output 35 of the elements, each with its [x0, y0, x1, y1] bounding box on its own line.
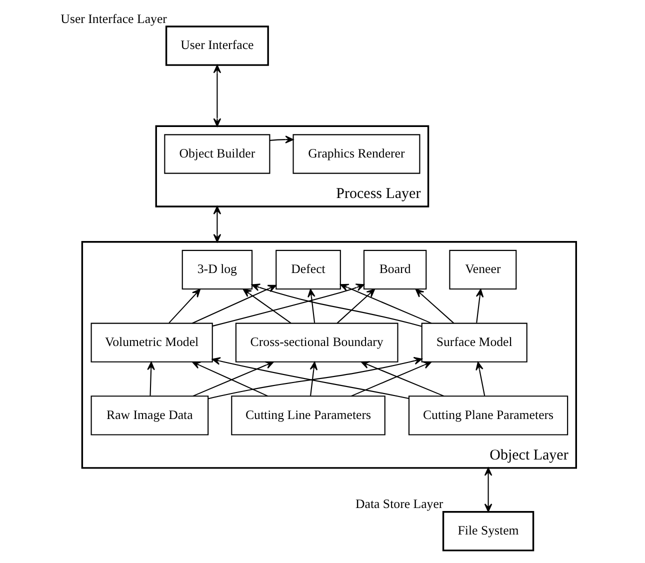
arrow — [475, 288, 484, 323]
node-box: Veneer — [448, 250, 516, 290]
arrow — [250, 284, 422, 327]
node-box: File System — [442, 511, 534, 552]
node-box: Cross-sectional Boundary — [234, 322, 398, 362]
node-box: Board — [362, 250, 426, 290]
node-box: Graphics Renderer — [292, 134, 420, 174]
arrow — [212, 206, 221, 242]
arrow — [309, 362, 318, 396]
arrow — [360, 361, 444, 397]
node-box: Defect — [275, 250, 340, 290]
node-box: User Interface — [164, 26, 268, 66]
arrow — [414, 288, 454, 324]
arrow — [350, 361, 432, 397]
node-box: Surface Model — [420, 322, 527, 362]
arrow — [269, 136, 294, 144]
node-box: Object Builder — [164, 134, 270, 174]
arrow — [146, 362, 154, 396]
arrow — [340, 284, 432, 324]
node-box: Cutting Line Parameters — [230, 396, 385, 436]
arrow — [242, 288, 291, 324]
arrow — [336, 288, 375, 324]
arrow — [212, 64, 221, 127]
arrow — [212, 284, 364, 327]
node-box: 3-D log — [181, 250, 252, 290]
node-label: User Interface Layer — [60, 12, 166, 26]
arrow — [307, 288, 315, 323]
node-box: Cutting Plane Parameters — [408, 396, 568, 436]
arrow — [475, 362, 485, 396]
node-box: Volumetric Model — [90, 322, 212, 362]
arrow — [192, 284, 276, 324]
arrow — [484, 467, 492, 512]
arrow — [168, 288, 200, 324]
node-box: Raw Image Data — [90, 396, 208, 436]
node-label: Data Store Layer — [354, 497, 443, 512]
